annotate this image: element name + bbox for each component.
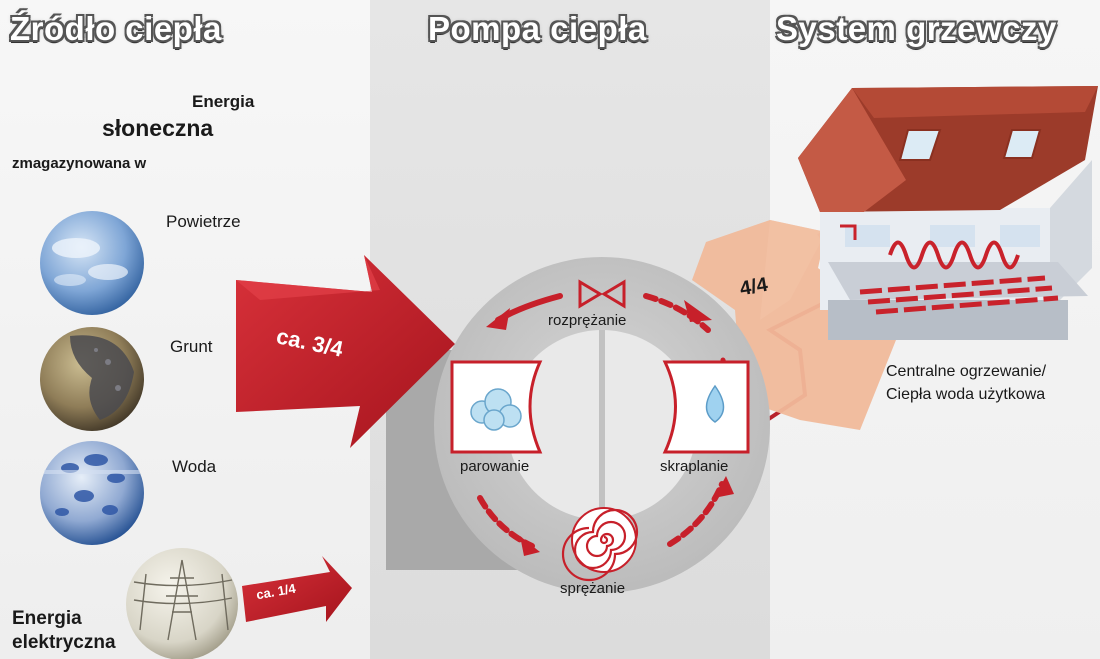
cycle-arrowheads (486, 300, 734, 556)
energy-text-line1: Energia (192, 92, 255, 111)
source-label-water: Woda (172, 457, 217, 476)
output-arrow-head (760, 220, 826, 320)
output-share-label: 4/4 (738, 273, 770, 301)
evaporator-icon (450, 360, 543, 454)
output-label-line1: Centralne ogrzewanie/ (886, 363, 1047, 380)
power-line-sphere-icon (126, 548, 238, 659)
condensation-label: skraplanie (660, 458, 729, 475)
sky-sphere-icon (40, 211, 144, 315)
expansion-label: rozprężanie (548, 312, 627, 329)
electric-label-line2: elektryczna (12, 632, 116, 653)
source-label-ground: Grunt (170, 337, 213, 356)
source-label-air: Powietrze (166, 212, 241, 231)
compression-label: sprężanie (560, 580, 626, 597)
compressor-icon (561, 507, 639, 582)
electric-label-line1: Energia (12, 608, 82, 629)
heat-source-heading: Źródło ciepła (10, 10, 222, 47)
heating-system-heading: System grzewczy (776, 10, 1057, 47)
condenser-icon (662, 360, 750, 454)
main-input-arrow (236, 255, 455, 448)
water-sphere-icon (40, 441, 144, 545)
evaporation-label: parowanie (460, 458, 530, 475)
energy-text-line3: zmagazynowana w (12, 155, 147, 172)
heat-pump-heading: Pompa ciepła (428, 10, 647, 47)
electric-input-arrow (242, 556, 352, 622)
energy-text-line2: słoneczna (102, 115, 214, 141)
output-label-line2: Ciepła woda użytkowa (886, 386, 1046, 403)
cycle-ring (434, 257, 770, 593)
expansion-valve-icon (578, 279, 626, 309)
house-illustration (798, 86, 1098, 340)
soil-sphere-icon (40, 327, 144, 431)
